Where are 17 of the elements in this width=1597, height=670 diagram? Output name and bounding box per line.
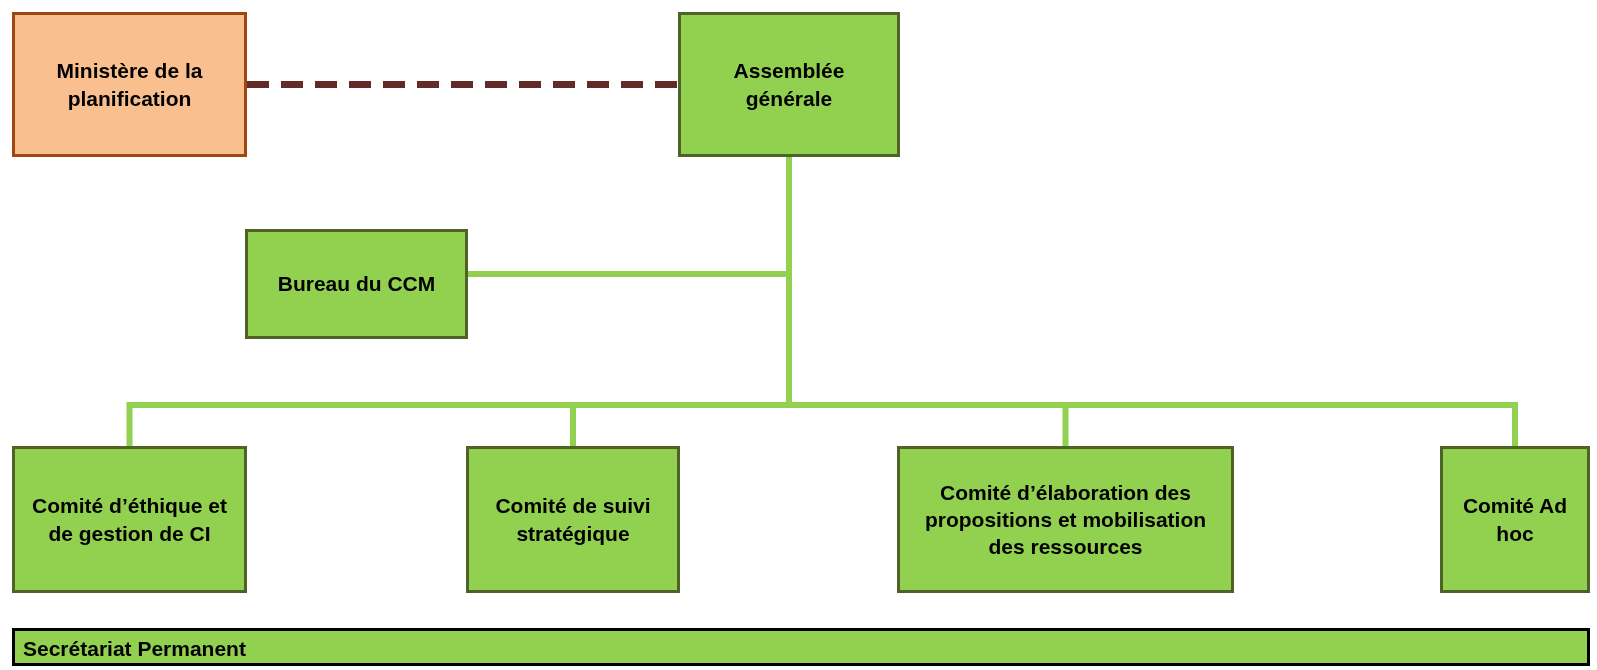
org-box [12, 12, 247, 157]
org-box [897, 446, 1234, 593]
org-box [12, 446, 247, 593]
box-label: Secrétariat Permanent [23, 636, 246, 663]
box-label: Comité Ad hoc [1461, 493, 1569, 547]
box-label: Ministère de la planification [55, 58, 204, 112]
org-box [245, 229, 468, 339]
box-label: Comité d’éthique et de gestion de CI [31, 493, 228, 547]
org-box [678, 12, 900, 157]
secretariat-band [12, 628, 1590, 666]
org-box [466, 446, 680, 593]
connector-line [247, 81, 678, 88]
box-label: Comité de suivi stratégique [494, 493, 652, 547]
box-label: Assemblée générale [732, 58, 846, 112]
box-label: Comité d’élaboration des propositions et mobilisation des ressources [923, 479, 1208, 561]
box-label: Bureau du CCM [277, 271, 436, 298]
org-box [1440, 446, 1590, 593]
